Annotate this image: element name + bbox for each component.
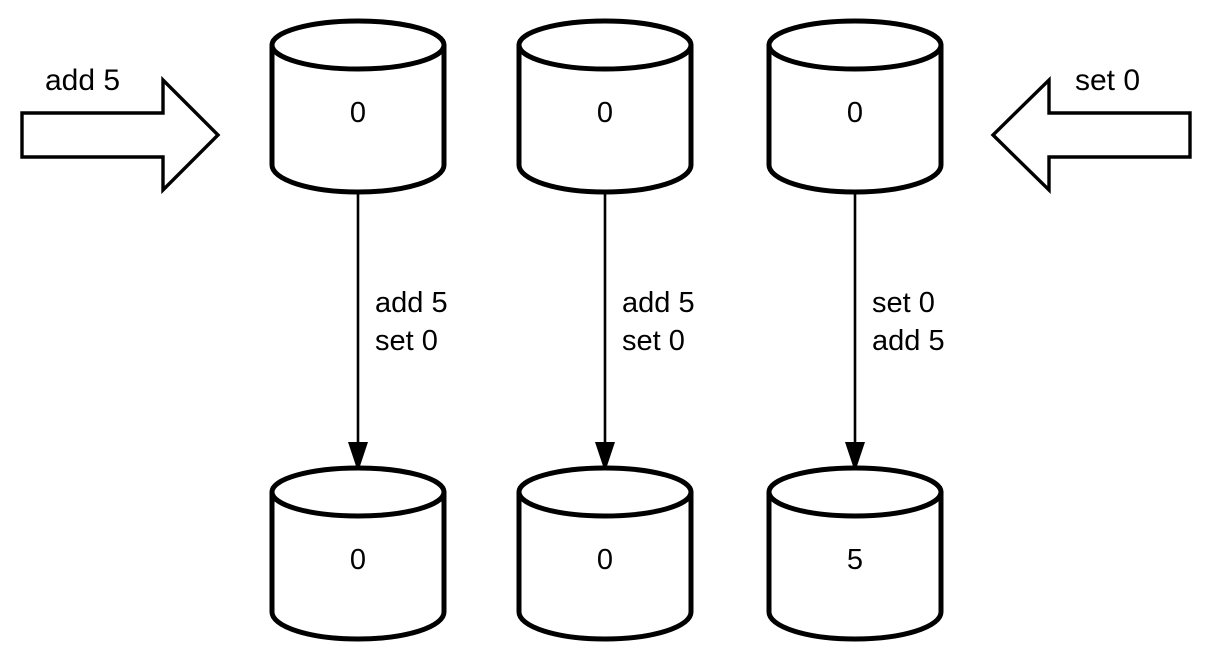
database-cylinder-icon[interactable]: [269, 18, 447, 195]
replica-1-before-value: 0: [350, 97, 366, 129]
edge-replica-3: [845, 192, 865, 472]
edge-label-replica-1-line-1: add 5: [375, 287, 448, 319]
right-client-arrow-label: set 0: [1075, 64, 1140, 97]
left-client-arrow-label: add 5: [45, 64, 120, 97]
edge-label-replica-3-line-2: add 5: [872, 325, 945, 357]
block-arrow-right-icon[interactable]: [20, 75, 221, 195]
replica-2-after-value: 0: [597, 544, 613, 576]
block-arrow-left-icon[interactable]: [990, 75, 1192, 195]
edge-label-replica-3-line-1: set 0: [872, 287, 935, 319]
edge-replica-1: [348, 192, 368, 472]
database-cylinder-icon[interactable]: [766, 18, 944, 195]
edge-label-replica-2-line-2: set 0: [622, 325, 685, 357]
edge-label-replica-2-line-1: add 5: [622, 287, 695, 319]
edge-replica-2: [595, 192, 615, 472]
database-cylinder-icon[interactable]: [269, 465, 447, 642]
replica-2-before-value: 0: [597, 97, 613, 129]
replica-1-after-value: 0: [350, 544, 366, 576]
replica-3-before-value: 0: [847, 97, 863, 129]
database-cylinder-icon[interactable]: [766, 465, 944, 642]
database-cylinder-icon[interactable]: [516, 18, 694, 195]
database-cylinder-icon[interactable]: [516, 465, 694, 642]
edge-label-replica-1-line-2: set 0: [375, 325, 438, 357]
replica-3-after-value: 5: [847, 544, 863, 576]
